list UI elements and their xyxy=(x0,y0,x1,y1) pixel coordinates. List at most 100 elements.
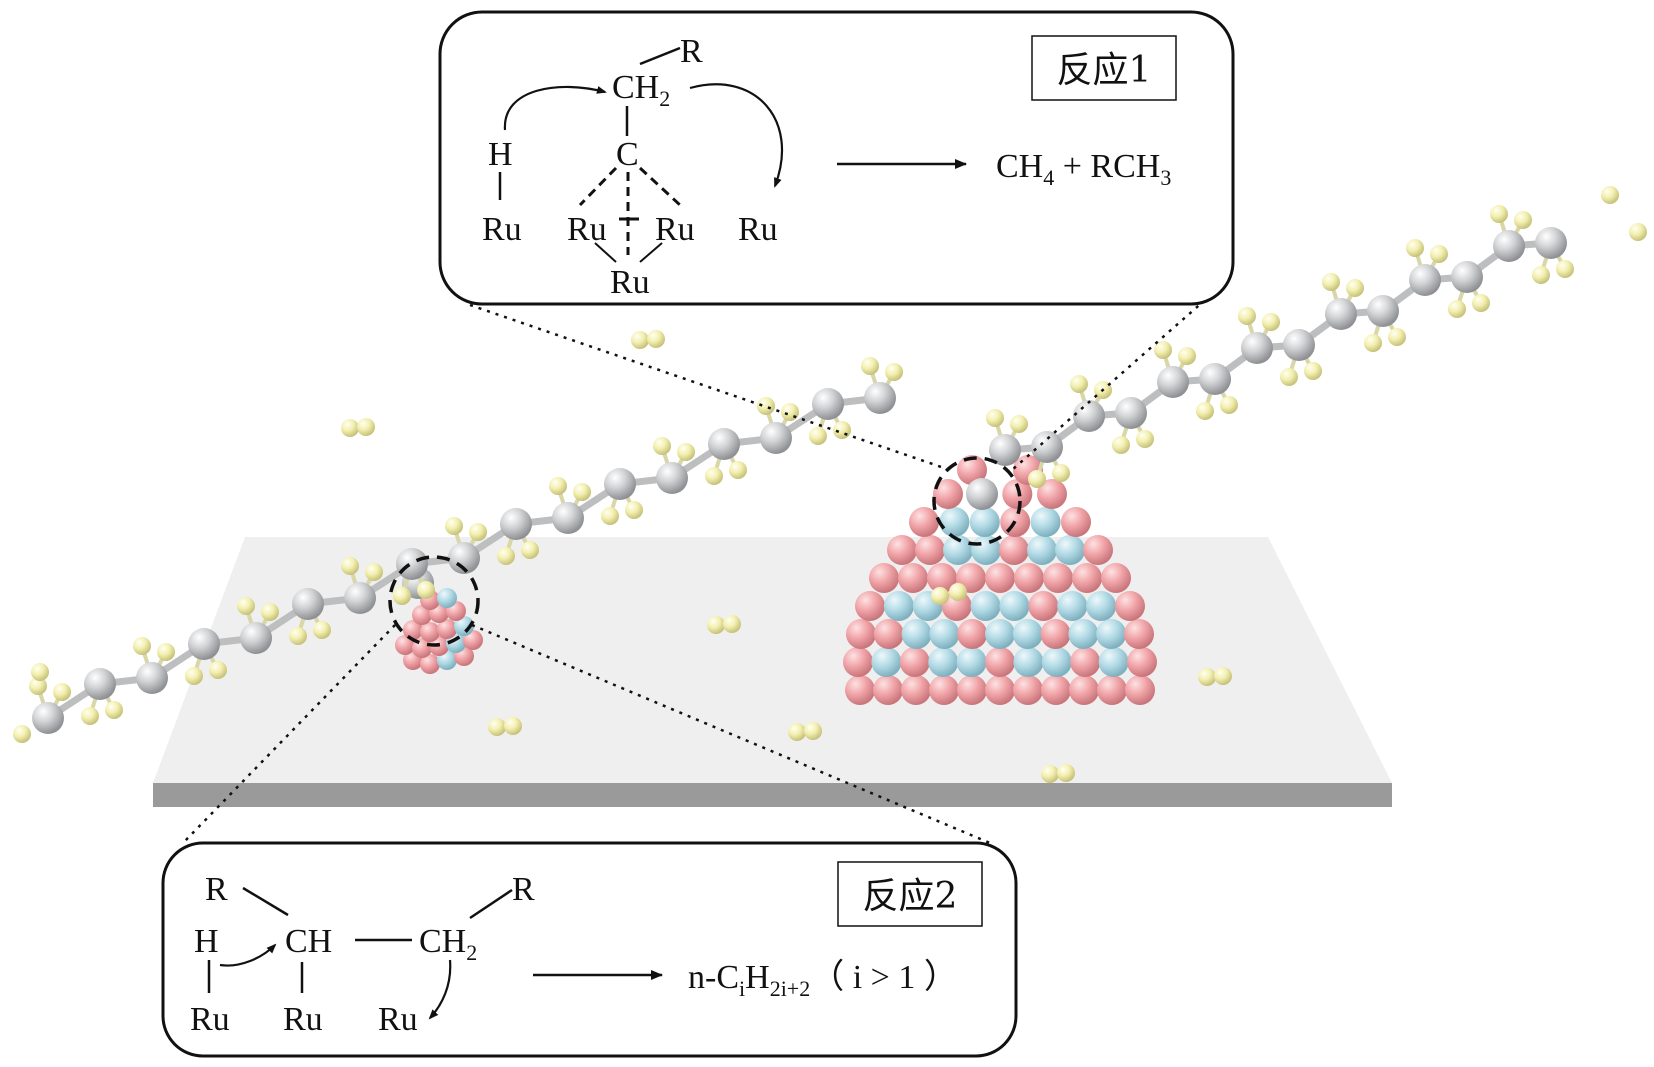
ru-atom-pink xyxy=(898,563,928,593)
ru-atom-blue xyxy=(901,619,932,649)
hydrogen-atom xyxy=(357,418,375,436)
r2-substituent-r-left: R xyxy=(205,871,228,908)
ru-atom-blue xyxy=(970,591,1001,621)
ru-atom-pink xyxy=(1125,675,1155,705)
hydrogen-atom xyxy=(1198,668,1216,686)
hydrogen-atom xyxy=(1057,764,1075,782)
active-site-circle-small xyxy=(388,555,480,647)
hydrogen-atom xyxy=(289,627,307,645)
carbon-atom xyxy=(1031,431,1063,463)
r1-ch2-label: CH2 xyxy=(612,69,670,111)
hydrogen-atom xyxy=(809,427,827,445)
hydrogen-atom xyxy=(488,718,506,736)
ru-atom-blue xyxy=(985,619,1015,649)
hydrogen-atom xyxy=(497,547,515,565)
ru-atom-blue xyxy=(969,507,1000,537)
large-nanoparticle xyxy=(843,455,1157,705)
r2-curved-arrow-ru xyxy=(428,959,452,1020)
ru-atom-pink xyxy=(843,647,873,677)
r1-ru-1: Ru xyxy=(482,211,522,248)
r2-ru-2: Ru xyxy=(283,1001,323,1038)
hydrogen-atom xyxy=(1238,307,1256,325)
ru-atom-blue xyxy=(1086,591,1117,621)
ru-atom-pink xyxy=(985,647,1015,677)
hydrogen-atom xyxy=(1041,765,1059,783)
hydrogen-atom xyxy=(133,637,151,655)
hydrogen-atom xyxy=(1154,341,1172,359)
carbon-atom xyxy=(500,508,532,540)
hydrogen-atom xyxy=(341,419,359,437)
hydrogen-atom xyxy=(1490,205,1508,223)
hydrogen-atom xyxy=(1304,362,1322,380)
hydrogen-atom xyxy=(157,643,175,661)
carbon-atom xyxy=(1409,264,1441,296)
hydrogen-atom xyxy=(549,477,567,495)
carbon-atom xyxy=(1073,400,1105,432)
ru-atom-pink xyxy=(403,620,423,640)
ru-atom-blue xyxy=(939,507,970,537)
r1-ru-4: Ru xyxy=(610,264,650,301)
hydrogen-atom xyxy=(647,330,665,348)
carbon-atom xyxy=(136,662,168,694)
hydrogen-atom xyxy=(209,661,227,679)
r1-ru-5: Ru xyxy=(738,211,778,248)
hydrogen-atom xyxy=(1136,430,1154,448)
carbon-atom xyxy=(864,382,896,414)
hydrogen-atom xyxy=(1262,313,1280,331)
hydrogen-atom xyxy=(1532,266,1550,284)
ru-atom-pink xyxy=(1097,675,1127,705)
r2-ru-3: Ru xyxy=(378,1001,418,1038)
ru-atom-blue xyxy=(1027,535,1057,565)
hydrogen-atom xyxy=(1346,279,1364,297)
ru-atom-pink xyxy=(846,619,876,649)
reaction-2-tag-label: 反应2 xyxy=(863,876,958,917)
hydrogen-atom xyxy=(631,331,649,349)
ru-atom-blue xyxy=(871,647,902,677)
hydrogen-atom xyxy=(677,443,695,461)
ru-atom-pink xyxy=(1069,675,1099,705)
ru-atom-pink xyxy=(1013,675,1043,705)
ru-atom-blue xyxy=(437,588,457,608)
hydrogen-atom xyxy=(931,587,949,605)
ru-atom-blue xyxy=(454,616,474,636)
carbon-atom xyxy=(1241,332,1273,364)
ru-atom-blue xyxy=(929,619,960,649)
ru-atom-pink xyxy=(909,507,939,537)
hydrogen-atom xyxy=(1514,211,1532,229)
r1-curved-arrow-right xyxy=(689,83,784,188)
hydrogen-atom xyxy=(601,507,619,525)
reaction-1-box: 反应1 R CH2 C H Ru Ru Ru Ru Ru xyxy=(438,10,1235,306)
r2-curved-arrow-h xyxy=(219,943,277,967)
hydrogen-atom xyxy=(261,603,279,621)
ru-atom-pink xyxy=(1061,507,1091,537)
hydrogen-atom xyxy=(365,563,383,581)
hydrogen-atom xyxy=(705,467,723,485)
hydrogen-atom xyxy=(1010,415,1028,433)
ru-atom-pink xyxy=(999,535,1029,565)
ru-atom-pink xyxy=(412,605,432,625)
hydrogen-atom xyxy=(1214,667,1232,685)
ru-atom-pink xyxy=(957,455,987,485)
hydrogen-atom xyxy=(1028,470,1046,488)
small-nanoparticle xyxy=(395,567,483,674)
reaction-2-tag xyxy=(837,861,983,927)
hydrogen-atom xyxy=(1070,375,1088,393)
hydrogen-atom xyxy=(1472,294,1490,312)
hydrogen-atom xyxy=(986,409,1004,427)
ru-atom-pink xyxy=(1037,479,1067,509)
carbon-atom xyxy=(1367,295,1399,327)
hydrogen-atom xyxy=(833,421,851,439)
ru-atom-pink xyxy=(1127,647,1157,677)
ru-atom-blue xyxy=(943,535,973,565)
hydrogen-atom xyxy=(1406,239,1424,257)
reaction-1-tag-label: 反应1 xyxy=(1057,50,1152,91)
hydrogen-atom xyxy=(757,397,775,415)
ru-atom-pink xyxy=(957,675,987,705)
ru-atom-pink xyxy=(855,591,885,621)
hydrogen-atom xyxy=(521,541,539,559)
hydrogen-atom xyxy=(504,717,522,735)
ru-atom-pink xyxy=(873,619,904,649)
ru-atom-pink xyxy=(1070,647,1101,677)
ru-atom-pink xyxy=(1083,535,1113,565)
r1-hydrogen-label: H xyxy=(488,136,513,173)
